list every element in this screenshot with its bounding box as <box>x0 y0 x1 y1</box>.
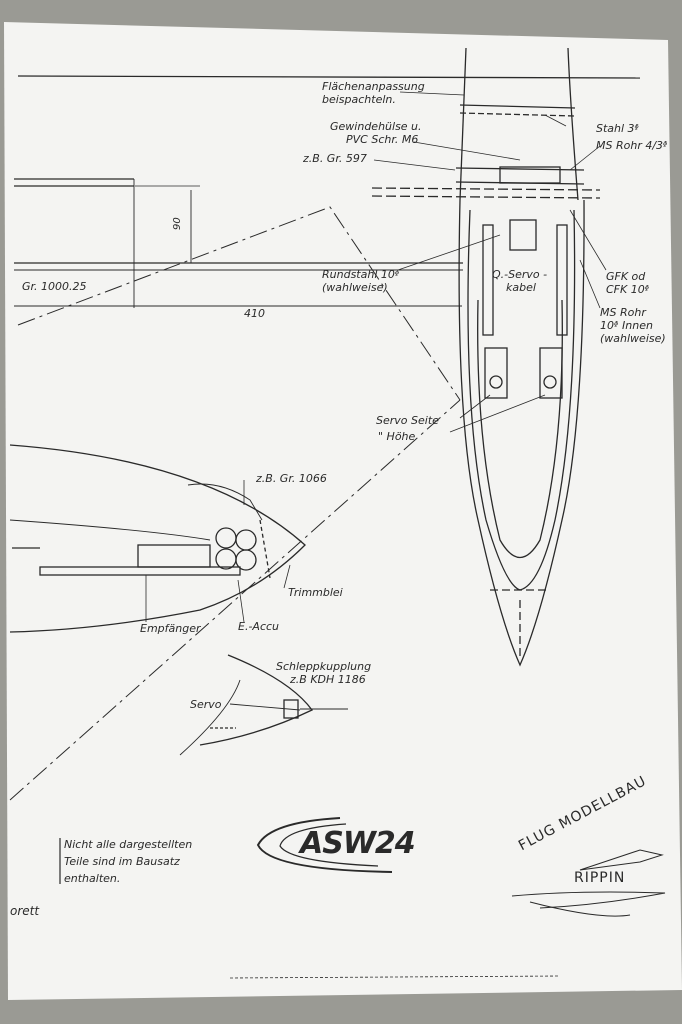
leader-line <box>373 159 456 171</box>
logo-swoosh <box>279 823 379 867</box>
leader-line <box>449 394 546 433</box>
nose-side-view <box>9 444 306 633</box>
fuselage-outline <box>458 199 585 667</box>
tow-release-detail <box>229 703 301 711</box>
asw24-logo: ASW24 <box>300 826 416 861</box>
label-dim-410: 410 <box>244 307 265 320</box>
dashed-line <box>371 187 601 191</box>
canopy-inner <box>477 299 563 558</box>
label-brett: orett <box>10 904 40 918</box>
label-gr1066: z.B. Gr. 1066 <box>256 472 327 485</box>
q-servo <box>509 219 537 251</box>
leader-line <box>459 394 491 419</box>
label-gr100025: Gr. 1000.25 <box>22 280 87 293</box>
cockpit-line <box>9 519 211 541</box>
tow-release-view <box>199 654 313 746</box>
wing-outline-right <box>567 47 579 201</box>
receiver-box <box>137 544 211 568</box>
bottom-edge <box>229 975 561 979</box>
label-gr597: z.B. Gr. 597 <box>303 152 367 165</box>
label-servo-seite: Servo Seite <box>376 414 439 427</box>
rod-centerline <box>17 206 461 401</box>
kit-note: Nicht alle dargestellten Teile sind im B… <box>64 838 193 885</box>
battery-cell <box>235 549 257 571</box>
stamp-swoosh <box>511 891 666 909</box>
servo-tube-left <box>482 224 494 336</box>
stamp-swoosh <box>529 901 631 917</box>
leader-line <box>413 141 521 161</box>
wing-rib <box>459 112 576 117</box>
leader-line <box>579 259 601 309</box>
stamp-glider <box>579 849 664 871</box>
label-gewindehuelse: Gewindehülse u.PVC Schr. M6 <box>330 120 422 147</box>
wing-rib <box>459 104 576 109</box>
joiner-block <box>499 166 561 184</box>
canopy-line <box>187 483 263 521</box>
leader-line <box>283 564 291 589</box>
logo-swoosh <box>256 817 393 873</box>
leader-line <box>569 145 601 171</box>
label-empfaenger: Empfänger <box>140 622 201 635</box>
leader-line <box>397 234 501 271</box>
leader-line <box>569 209 607 271</box>
rod-centerline <box>9 399 461 801</box>
servo-arm <box>489 375 503 389</box>
label-q-servo: Q.-Servo -kabel <box>492 268 548 295</box>
wing-outline-left <box>459 47 467 201</box>
label-dim-90: 90 <box>172 217 183 230</box>
leader-line <box>544 114 567 127</box>
wing-root-line <box>17 75 641 79</box>
label-e-accu: E.-Accu <box>238 620 280 633</box>
label-rundstahl: Rundstahl 10ᶲ(wahlweise) <box>322 268 400 295</box>
leader-line <box>237 579 245 623</box>
ballast-line <box>259 519 271 579</box>
label-trimmblei: Trimmblei <box>288 586 343 599</box>
servo-tube-right <box>556 224 568 336</box>
wing-joiner <box>455 167 585 171</box>
label-hoehe: " Höhe <box>378 430 416 443</box>
stamp-name: RIPPIN <box>574 870 626 886</box>
tow-hook <box>283 699 299 719</box>
leader-line <box>399 91 465 96</box>
label-ms-rohr: MS Rohr 4/3ᶲ <box>596 139 668 152</box>
label-stahl: Stahl 3ᶲ <box>596 122 640 135</box>
label-servo: Servo <box>190 698 222 711</box>
tow-release-detail <box>179 679 241 756</box>
servo-arm <box>543 375 557 389</box>
servo-left <box>484 347 508 399</box>
servo-right <box>539 347 563 399</box>
dashed-line <box>371 195 601 199</box>
